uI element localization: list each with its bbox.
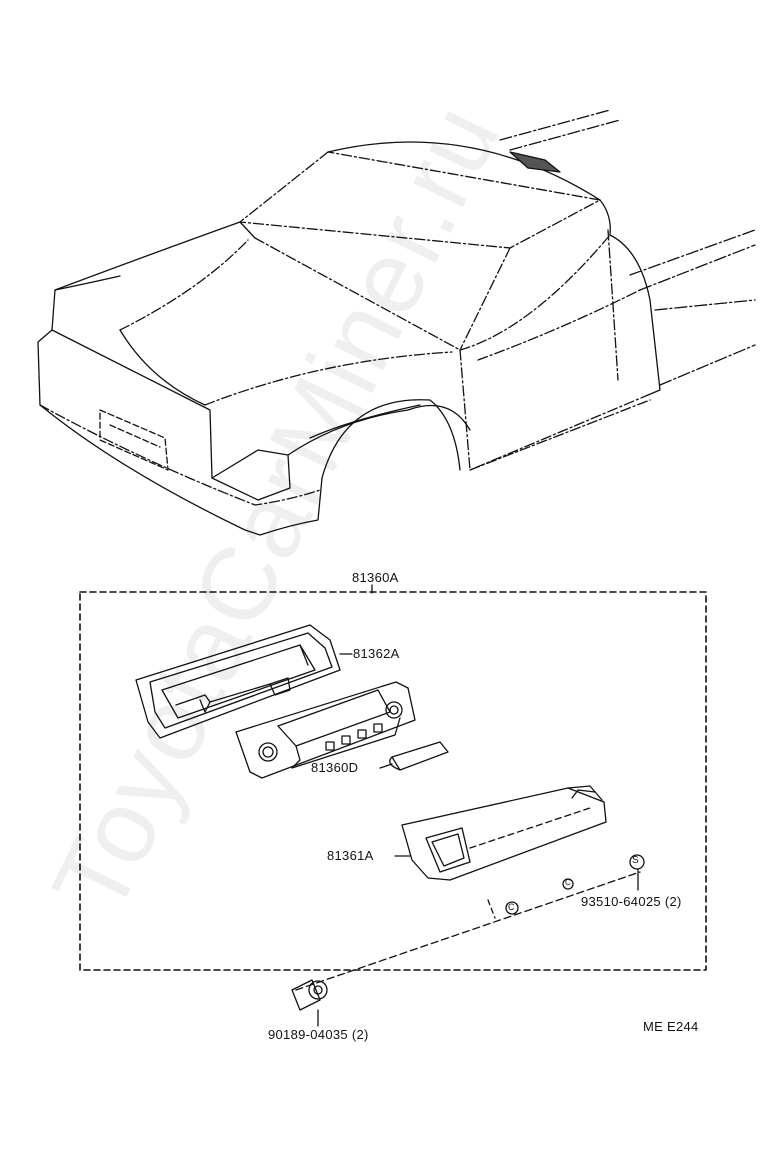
bolt-leader-dashed: [295, 871, 641, 991]
reflector-drawing: [235, 681, 416, 779]
truck-illustration: [37, 109, 756, 536]
bulb-drawing: [379, 741, 449, 771]
lens-housing-drawing: [135, 624, 353, 739]
callout-c-circle-2: [505, 901, 519, 915]
callout-s-symbol: S: [632, 855, 639, 866]
bolt-drawing: [291, 979, 328, 1027]
part-label-bolt: 90189-04035 (2): [268, 1027, 369, 1042]
part-label-screw: 93510-64025 (2): [581, 894, 682, 909]
assembly-dashed-box: [79, 591, 707, 971]
callout-c-symbol-2: C: [508, 902, 515, 912]
callout-s-circle: [629, 854, 645, 870]
diagram-code: ME E244: [643, 1019, 699, 1034]
callout-c-circle-1: [562, 878, 574, 890]
cover-drawing: [394, 785, 607, 881]
part-label-lens-housing: 81362A: [353, 646, 400, 661]
part-label-bulb: 81360D: [311, 760, 359, 775]
part-label-cover: 81361A: [327, 848, 374, 863]
callout-c-symbol-1: C: [565, 878, 572, 887]
part-label-assembly: 81360A: [352, 570, 399, 585]
